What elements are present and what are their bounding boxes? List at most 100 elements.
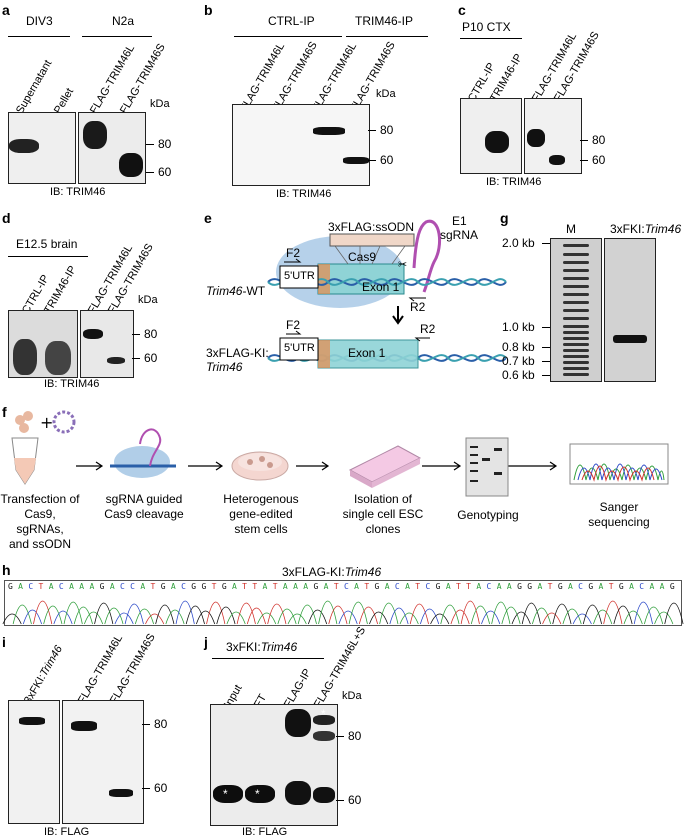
marker-label: 80: [592, 133, 606, 147]
utr-box: [279, 265, 319, 289]
blot-band: [213, 785, 243, 803]
asterisk-mark: *: [223, 787, 228, 801]
trace-peak: [165, 609, 185, 625]
panel-label: f: [2, 404, 7, 420]
base-letter: G: [557, 582, 563, 591]
group-label: TRIM46-IP: [355, 14, 414, 28]
trace-peak: [633, 601, 653, 625]
base-letter: C: [28, 582, 34, 591]
group-line: [8, 256, 88, 257]
marker-tick: [142, 788, 150, 789]
size-tick: [542, 347, 550, 348]
marker-tick: [580, 140, 588, 141]
marker-label: 60: [380, 153, 394, 167]
e1-label: E1: [452, 214, 467, 228]
trace-peak: [246, 607, 267, 625]
base-letter: G: [8, 582, 13, 591]
marker-label: 80: [380, 123, 394, 137]
base-letter: A: [282, 582, 288, 591]
base-letter: G: [99, 582, 105, 591]
ladder-band: [563, 317, 589, 320]
blot-image: [78, 112, 146, 184]
ladder-band: [563, 244, 589, 247]
base-letter: T: [38, 582, 44, 591]
group-line: [460, 38, 522, 39]
trace-peak: [63, 601, 83, 625]
trace-peak: [511, 611, 531, 625]
ladder-band: [563, 269, 589, 272]
trace-peak: [369, 611, 389, 625]
base-letter: A: [293, 582, 298, 591]
plasmid-icon: [52, 410, 76, 434]
size-tick: [542, 327, 550, 328]
trace-peak: [196, 610, 216, 625]
base-letter: A: [79, 582, 85, 591]
blot-image: [232, 104, 370, 186]
trace-peak: [643, 606, 664, 625]
blot-band: [245, 785, 275, 803]
size-tick: [542, 361, 550, 362]
blot-band: [527, 129, 545, 147]
trace-peak: [2, 613, 22, 625]
size-label: 1.0 kb: [502, 320, 535, 334]
group-label: 3xFKI:Trim46: [226, 640, 298, 654]
group-line: [346, 36, 428, 37]
marker-tick: [336, 800, 344, 801]
blot-image: [80, 310, 134, 378]
panel-label: h: [2, 562, 11, 578]
base-letter: G: [527, 582, 533, 591]
marker-label: 80: [158, 137, 172, 151]
size-tick: [542, 243, 550, 244]
trace-peak: [124, 603, 144, 625]
base-letter: A: [354, 582, 359, 591]
asterisk-mark: *: [255, 787, 260, 801]
base-letter: T: [272, 582, 278, 591]
blot-band: [313, 127, 345, 135]
trace-peak: [134, 608, 155, 625]
base-letter: T: [608, 582, 614, 591]
trace-peak: [481, 610, 501, 625]
base-letter: G: [588, 582, 594, 591]
colony-icon: [259, 456, 265, 462]
base-letter: T: [547, 582, 553, 591]
marker-tick: [368, 160, 376, 161]
blot-caption: IB: FLAG: [44, 826, 90, 838]
trace-peak: [531, 607, 552, 625]
primer-arrow: [284, 258, 302, 263]
trace-peak: [22, 609, 42, 625]
ssodn-box: [329, 233, 415, 247]
group-label: N2a: [112, 14, 135, 28]
lane-label: M: [566, 222, 576, 236]
trace-peak: [43, 605, 63, 625]
wt-gene-label: Trim46-WT: [206, 284, 266, 298]
well-plate-side: [372, 458, 420, 488]
flow-arrow-icon: [296, 461, 330, 471]
blot-image: [524, 98, 582, 174]
base-letter: G: [160, 582, 166, 591]
flow-arrow-icon: [422, 461, 462, 471]
trace-peak: [409, 603, 429, 625]
blot-image: [460, 98, 522, 174]
trace-peak: [470, 605, 491, 625]
trace-peak: [145, 613, 165, 625]
blot-band: [485, 131, 509, 153]
trace-peak: [12, 604, 32, 625]
marker-unit: kDa: [376, 88, 396, 100]
blot-band: [313, 787, 335, 803]
marker-label: 60: [154, 781, 168, 795]
plus-icon: +: [40, 413, 53, 432]
exon-box: [317, 339, 419, 369]
trace-peak: [114, 612, 134, 625]
blot-band: [71, 721, 97, 731]
sequence-title: 3xFLAG-KI:Trim46: [282, 565, 382, 579]
group-label: E12.5 brain: [16, 237, 78, 251]
blot-caption: IB: TRIM46: [50, 186, 106, 198]
marker-tick: [368, 130, 376, 131]
marker-tick: [580, 160, 588, 161]
blot-caption: IB: FLAG: [242, 826, 288, 838]
primer-label: R2: [410, 300, 426, 314]
base-letter: C: [58, 582, 64, 591]
blot-band: [109, 789, 133, 797]
panel-label: b: [204, 2, 213, 18]
